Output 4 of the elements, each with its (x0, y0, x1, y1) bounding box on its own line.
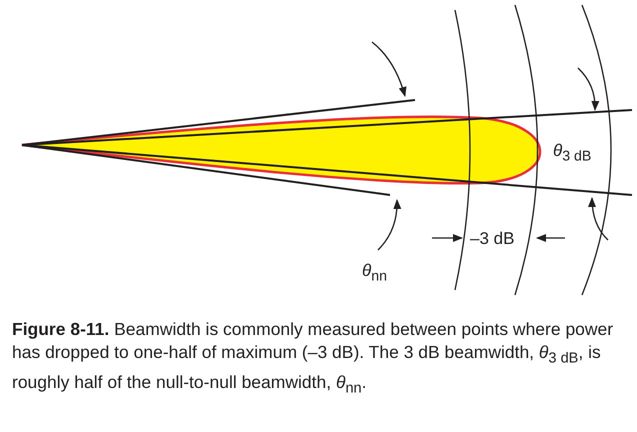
angle-label: θ$_{nn}$ (362, 262, 387, 284)
figure-caption: Figure 8-11. Beamwidth is commonly measured between points where power has dropped to one-half of maximum (–3 dB). The 3 dB beamwidth, θ$_{3 dB}$, is roughly half of the null-to-null beamwidth, θ$_{nn}$. (12, 318, 614, 398)
angle-label: θ$_{3 dB}$ (553, 142, 592, 164)
dimension-label: –3 dB (470, 230, 514, 247)
